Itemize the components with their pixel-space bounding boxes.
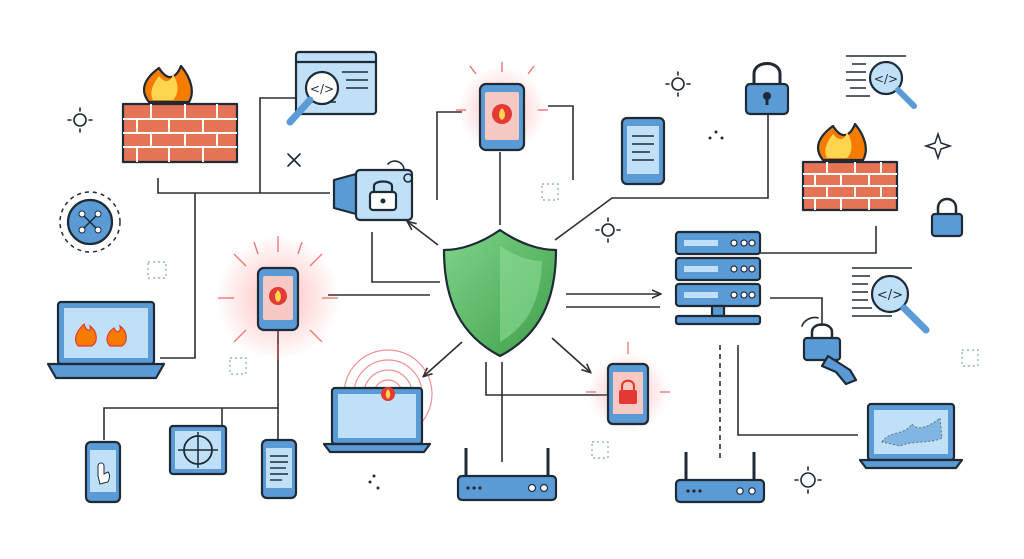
target-icon: [168, 424, 228, 476]
svg-text:</>: </>: [877, 288, 903, 303]
tablet-icon: [620, 116, 666, 186]
laptop-alert-icon: [322, 349, 433, 454]
hand-padlock-icon: [801, 316, 858, 386]
gear-icon: [794, 466, 822, 494]
connector-lines: [103, 97, 877, 462]
firewall-icon: [801, 122, 899, 212]
phone-lock-icon: [586, 342, 670, 432]
gear-icon: [595, 217, 621, 243]
server-icon: [674, 230, 762, 326]
camera-lock-icon: [332, 160, 414, 222]
padlock-icon: [930, 197, 964, 238]
gear-icon: [665, 71, 691, 97]
network-icon: [59, 191, 121, 253]
router-icon: [674, 452, 766, 504]
sparkle-icons: [67, 71, 979, 494]
close-icon: [287, 153, 301, 167]
gear-icon: [67, 107, 93, 133]
padlock-icon: [744, 62, 790, 116]
phone-icon: [84, 440, 122, 504]
router-icon: [456, 448, 558, 502]
laptop-map-icon: [858, 402, 964, 470]
phone-icon: [260, 438, 298, 500]
phone-alert-icon: [216, 236, 340, 360]
svg-text:</>: </>: [874, 72, 898, 86]
shield-icon[interactable]: [442, 228, 558, 358]
sparkle-dots-icon: [368, 130, 724, 490]
firewall-icon: [121, 64, 239, 164]
svg-text:</>: </>: [310, 82, 334, 96]
code-magnifier-icon: </>: [286, 50, 378, 126]
laptop-fire-icon: [46, 300, 166, 380]
star-icon: [923, 131, 953, 161]
code-magnifier-icon: </>: [846, 55, 917, 109]
phone-alert-icon: [456, 62, 548, 154]
code-magnifier-icon: </>: [852, 267, 930, 334]
target-bracket-icon: [147, 183, 979, 459]
